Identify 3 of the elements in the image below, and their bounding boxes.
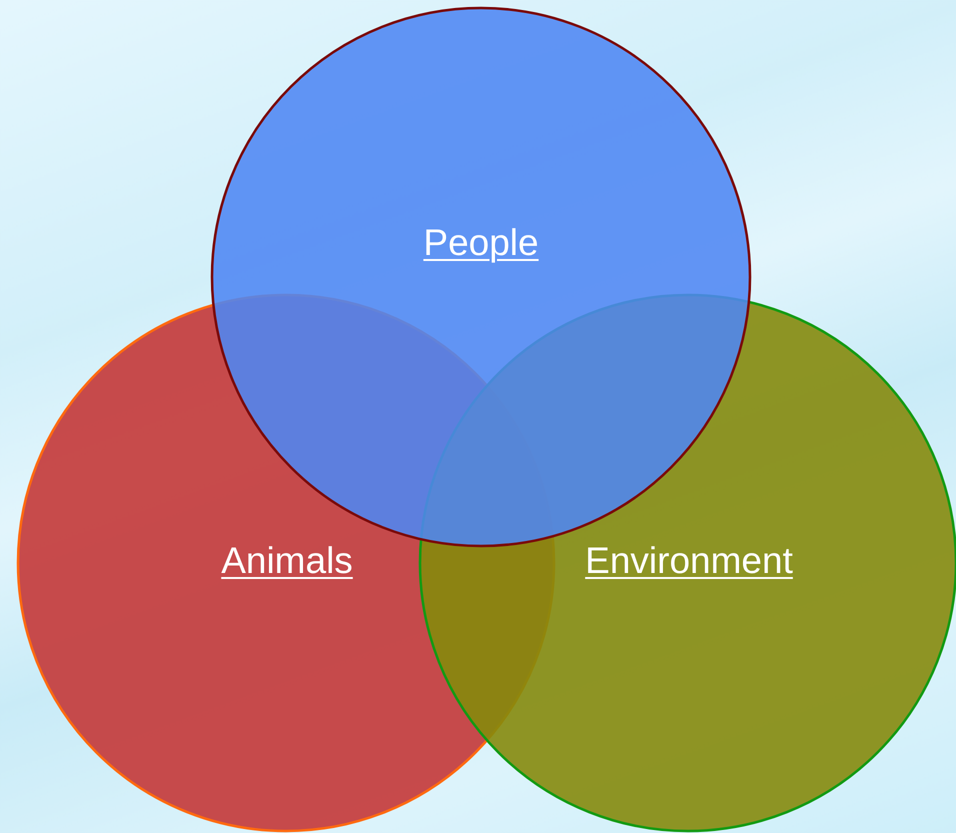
circle-label: Environment xyxy=(585,540,793,582)
circle-label: People xyxy=(423,222,539,264)
circle-label: Animals xyxy=(221,540,353,582)
